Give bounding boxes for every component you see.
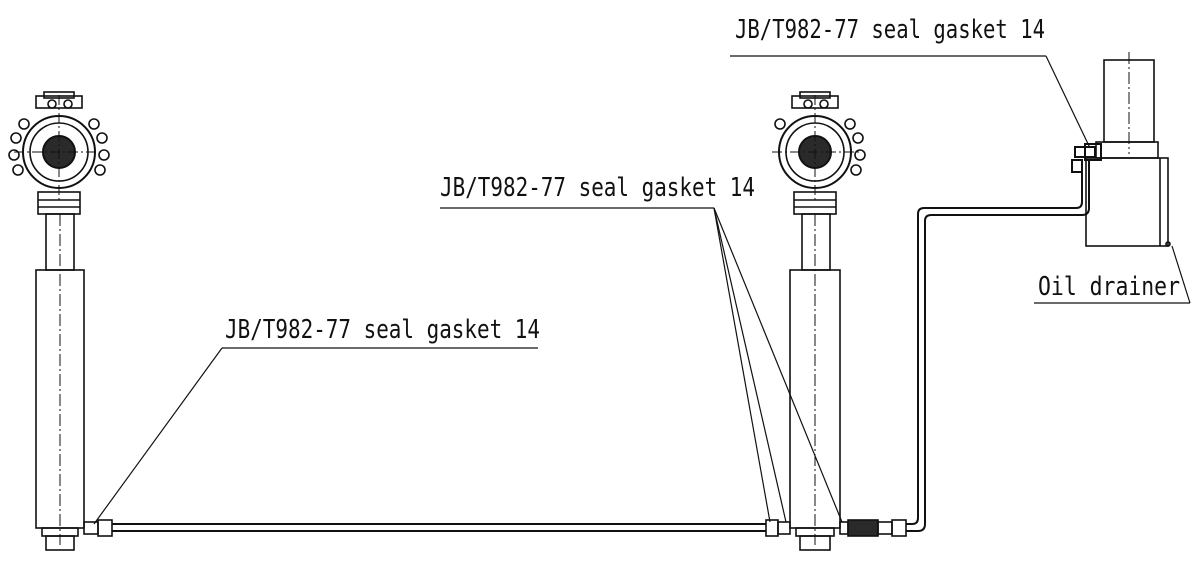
right-transmitter-head xyxy=(772,91,866,215)
left-pipe-fitting xyxy=(83,521,99,535)
label-oil-drainer: Oil drainer xyxy=(1038,272,1180,302)
leader-lines xyxy=(93,55,1191,525)
label-gasket-bottom: JB/T982-77 seal gasket 14 xyxy=(225,315,540,345)
drain-pipe xyxy=(906,143,1102,532)
threaded-coupling xyxy=(847,519,879,537)
left-transmitter-head xyxy=(8,91,110,215)
label-gasket-middle: JB/T982-77 seal gasket 14 xyxy=(440,173,755,203)
label-gasket-top: JB/T982-77 seal gasket 14 xyxy=(735,15,1045,45)
right-pipe-fitting-left xyxy=(765,519,779,537)
right-transmitter xyxy=(765,91,907,551)
bottom-pipe xyxy=(112,523,766,532)
labels: JB/T982-77 seal gasket 14 JB/T982-77 sea… xyxy=(225,15,1180,345)
left-transmitter xyxy=(8,91,113,551)
oil-drainer xyxy=(1085,52,1171,247)
